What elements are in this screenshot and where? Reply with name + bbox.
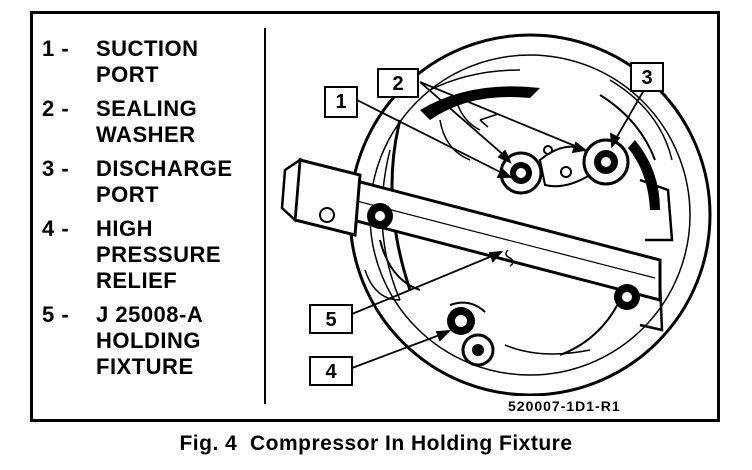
legend-item-high-pressure-relief: 4 - HIGH PRESSURE RELIEF <box>42 216 260 294</box>
legend-item-suction-port: 1 - SUCTION PORT <box>42 36 260 88</box>
legend-item-discharge-port: 3 - DISCHARGE PORT <box>42 156 260 208</box>
legend-item-sealing-washer: 2 - SEALING WASHER <box>42 96 260 148</box>
legend-label: DISCHARGE PORT <box>96 156 233 207</box>
callout-5: 5 <box>309 304 353 334</box>
callout-3: 3 <box>630 62 664 92</box>
legend-divider <box>264 28 266 404</box>
figure-caption: Fig. 4 Compressor In Holding Fixture <box>179 432 573 455</box>
callout-2: 2 <box>377 68 419 98</box>
legend-number: 4 - <box>42 216 70 241</box>
legend-number: 5 - <box>42 302 70 327</box>
legend-label: HIGH PRESSURE RELIEF <box>96 216 222 293</box>
legend-item-holding-fixture: 5 - J 25008-A HOLDING FIXTURE <box>42 302 260 380</box>
figure-code: 520007-1D1-R1 <box>508 398 621 414</box>
legend-label: J 25008-A HOLDING FIXTURE <box>96 302 204 379</box>
legend-label: SEALING WASHER <box>96 96 198 147</box>
leader-lines <box>351 81 645 369</box>
figure-frame <box>30 11 720 422</box>
callout-1: 1 <box>324 86 358 118</box>
legend-number: 1 - <box>42 36 70 61</box>
callout-4: 4 <box>309 356 353 386</box>
legend-label: SUCTION PORT <box>96 36 199 87</box>
legend-number: 2 - <box>42 96 70 121</box>
compressor-illustration <box>280 33 712 396</box>
legend-number: 3 - <box>42 156 70 181</box>
legend: 1 - SUCTION PORT 2 - SEALING WASHER 3 - … <box>42 36 260 388</box>
